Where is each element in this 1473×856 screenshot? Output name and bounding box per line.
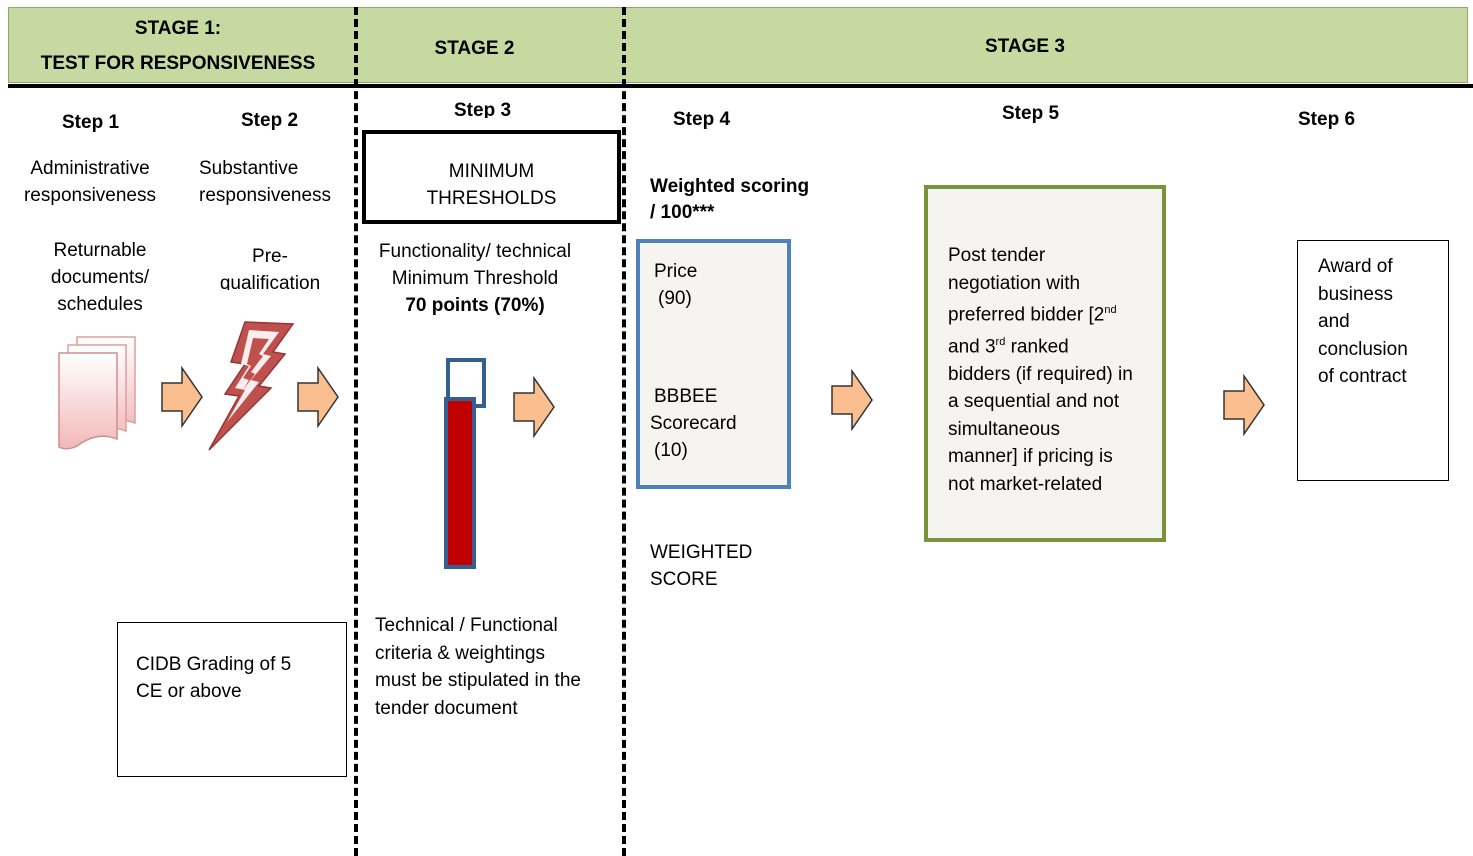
weighted-scoring-title: Weighted scoring / 100*** — [650, 174, 809, 226]
stage-1-line-2: TEST FOR RESPONSIVENESS — [40, 53, 316, 74]
stage-1-title: STAGE 1: TEST FOR RESPONSIVENESS — [8, 16, 348, 77]
score-line-2: SCORE — [650, 569, 718, 590]
step-3-label: Step 3 — [454, 100, 512, 118]
bbbee-item: BBBEE Scorecard (10) — [650, 383, 737, 464]
docs-line-3: schedules — [57, 294, 143, 315]
minimum-thresholds-box: MINIMUM THRESHOLDS — [362, 130, 621, 224]
stage-separator-2 — [622, 7, 626, 856]
neg-line-1: Post tender — [948, 245, 1046, 266]
neg-line-9: not market-related — [948, 473, 1103, 495]
award-line-2: business — [1318, 283, 1393, 305]
neg-line-7: simultaneous — [948, 418, 1060, 440]
stage-separator-1 — [354, 7, 358, 856]
neg-line-3-text: preferred bidder [2 — [948, 304, 1105, 326]
neg-line-6: a sequential and not — [948, 391, 1120, 413]
ws-line-2: / 100*** — [650, 202, 715, 223]
docs-line-2: documents/ — [50, 267, 150, 288]
score-line-1: WEIGHTED — [650, 542, 753, 563]
func-line-1: Functionality/ technical — [378, 241, 572, 262]
step-1-label: Step 1 — [62, 112, 120, 133]
bbbee-label-2: Scorecard — [650, 413, 737, 434]
award-line-3: and — [1318, 311, 1350, 332]
functionality-threshold: Functionality/ technical Minimum Thresho… — [360, 238, 590, 319]
step-2-label: Step 2 — [241, 110, 299, 131]
neg-line-4-rest: ranked — [1005, 336, 1069, 358]
note-line-2: criteria & weightings — [375, 642, 546, 664]
lightning-bolt-icon — [208, 321, 295, 451]
step-6-label: Step 6 — [1298, 109, 1356, 130]
pre-line-1: Pre- — [252, 246, 288, 267]
neg-line-4-text: and 3 — [948, 336, 996, 358]
cidb-line-2: CE or above — [136, 681, 242, 702]
note-line-3: must be stipulated in the — [375, 670, 581, 691]
func-line-2: Minimum Threshold — [391, 268, 559, 289]
administrative-responsiveness: Administrative responsiveness — [10, 155, 170, 209]
award-box: Award of business and conclusion of cont… — [1297, 240, 1449, 481]
documents-stack-icon — [58, 336, 136, 450]
stage-header-band — [8, 7, 1468, 83]
substantive-line-1: Substantive — [199, 158, 299, 179]
note-line-1: Technical / Functional — [375, 615, 558, 636]
award-line-5: of contract — [1318, 366, 1407, 387]
threshold-bar-icon — [444, 358, 486, 569]
min-line-2: THRESHOLDS — [426, 188, 557, 209]
stage-3-title: STAGE 3 — [985, 36, 1065, 57]
price-label: Price — [654, 261, 698, 282]
right-arrow-icon — [1223, 373, 1265, 437]
cidb-grading-box: CIDB Grading of 5 CE or above — [117, 622, 347, 777]
docs-line-1: Returnable — [53, 240, 147, 261]
right-arrow-icon — [161, 365, 203, 429]
step-4-label: Step 4 — [673, 109, 731, 130]
award-line-1: Award of — [1318, 256, 1393, 277]
admin-line-1: Administrative — [30, 158, 150, 179]
stage-1-line-1: STAGE 1: — [134, 18, 222, 39]
right-arrow-icon — [513, 375, 555, 439]
note-line-4: tender document — [375, 697, 518, 719]
criteria-note: Technical / Functional criteria & weight… — [375, 612, 581, 722]
pre-qualification: Pre- qualification — [195, 243, 345, 290]
bbbee-value: (10) — [654, 440, 688, 461]
cidb-line-1: CIDB Grading of 5 — [136, 654, 292, 675]
neg-line-3: preferred bidder [2nd — [948, 297, 1133, 329]
bbbee-label-1: BBBEE — [654, 386, 718, 407]
admin-line-2: responsiveness — [23, 185, 157, 206]
neg-line-5: bidders (if required) in — [948, 363, 1133, 385]
weighted-score-label: WEIGHTED SCORE — [650, 539, 752, 593]
neg-line-4-sup: rd — [995, 335, 1006, 348]
stage-2-title: STAGE 2 — [434, 38, 515, 59]
right-arrow-icon — [297, 365, 339, 429]
substantive-line-2: responsiveness — [199, 185, 332, 206]
neg-line-3-sup: nd — [1104, 304, 1117, 316]
neg-line-4: and 3rd ranked — [948, 329, 1133, 361]
func-line-3: 70 points (70%) — [405, 295, 545, 316]
returnable-documents: Returnable documents/ schedules — [20, 237, 180, 318]
min-line-1: MINIMUM — [448, 161, 535, 182]
substantive-responsiveness: Substantive responsiveness — [199, 155, 331, 209]
step-5-label: Step 5 — [1002, 103, 1060, 124]
neg-line-2: negotiation with — [948, 272, 1081, 294]
price-item: Price (90) — [654, 258, 697, 312]
weighted-score-box: Price (90) BBBEE Scorecard (10) — [636, 239, 791, 489]
pre-line-2: qualification — [219, 273, 321, 290]
price-value: (90) — [658, 288, 692, 309]
header-divider-line — [8, 84, 1473, 88]
neg-line-8: manner] if pricing is — [948, 446, 1113, 468]
right-arrow-icon — [831, 368, 873, 432]
negotiation-text: Post tender negotiation with preferred b… — [948, 242, 1133, 498]
negotiation-box: Post tender negotiation with preferred b… — [924, 185, 1166, 542]
award-line-4: conclusion — [1318, 338, 1408, 360]
ws-line-1: Weighted scoring — [650, 176, 810, 197]
